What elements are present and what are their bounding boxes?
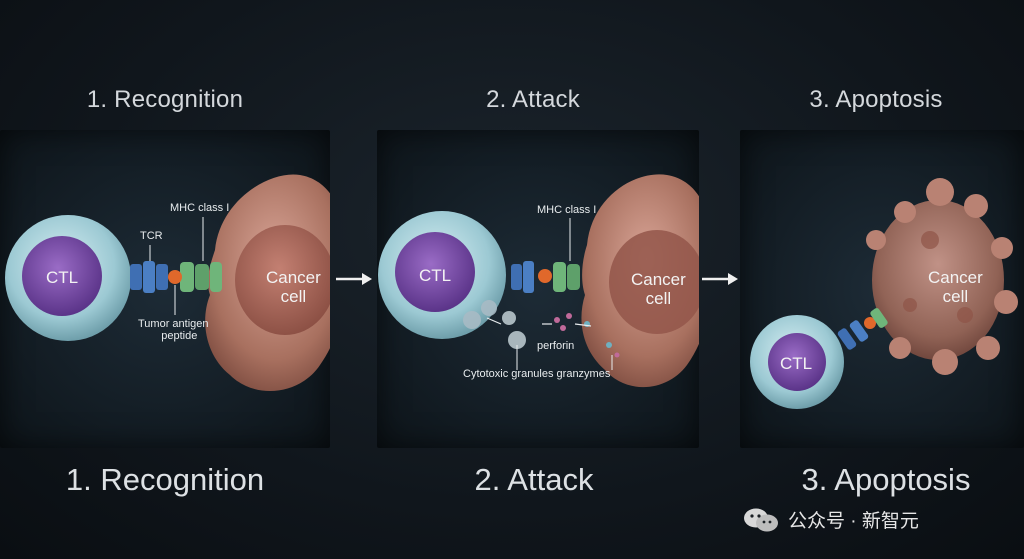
tcr-receptor — [130, 264, 142, 290]
cytotoxic-granule — [463, 311, 481, 329]
stage-2-top-title: 2. Attack — [486, 86, 580, 113]
cancer-cell-label: Cancer cell — [266, 268, 321, 306]
mhc-molecule — [870, 308, 888, 328]
mhc-label: MHC class I — [170, 202, 230, 214]
apoptotic-bleb — [894, 201, 916, 223]
stage-2-bottom-title: 2. Attack — [474, 462, 594, 497]
watermark-text: 公众号 · 新智元 — [788, 511, 919, 532]
mhc-molecule — [553, 262, 566, 292]
cancer-cell-label-line2: cell — [942, 287, 969, 306]
perforin-particle — [614, 352, 620, 358]
tcr-receptor — [837, 328, 857, 350]
apoptotic-bleb — [889, 337, 911, 359]
stage-1-bottom-title: 1. Recognition — [65, 462, 265, 497]
watermark: 公众号 · 新智元 — [742, 506, 919, 533]
tcr-label: TCR — [140, 230, 163, 242]
ctl-nucleus — [22, 236, 102, 316]
recognition-illustration — [5, 174, 330, 391]
cytotoxic-granule — [508, 331, 526, 349]
tumor-antigen-label: Tumor antigen peptide — [138, 318, 209, 342]
panel-attack: CTL MHC class I Cancer cell perforin Cyt… — [377, 130, 699, 448]
mhc-label: MHC class I — [537, 204, 597, 216]
cancer-cell-label-line2: cell — [280, 287, 307, 306]
cancer-cell-label: Cancer cell — [631, 270, 686, 308]
tumor-antigen-peptide — [864, 317, 876, 329]
cancer-cell-label-line1: Cancer — [631, 270, 686, 289]
arrow-right-icon — [336, 273, 372, 285]
panel-apoptosis: CTL Cancer cell — [740, 130, 1024, 448]
arrow-right-icon — [702, 273, 738, 285]
ctl-label: CTL — [46, 268, 79, 287]
cytotoxic-granules-label: Cytotoxic granules granzymes — [463, 368, 611, 380]
apoptotic-bleb — [964, 194, 988, 218]
cancer-nucleus — [609, 230, 699, 334]
perforin-particle — [560, 325, 566, 331]
cancer-cell-label-line2: cell — [645, 289, 672, 308]
stage-1-top-title: 1. Recognition — [86, 86, 244, 113]
ctl-label: CTL — [780, 354, 813, 373]
ctl-nucleus — [768, 333, 826, 391]
ctl-label: CTL — [419, 266, 452, 285]
tumor-antigen-peptide — [168, 270, 182, 284]
stage-3-top-title: 3. Apoptosis — [809, 86, 943, 113]
tcr-receptor — [511, 264, 522, 290]
stage-3-bottom-title: 3. Apoptosis — [801, 462, 971, 497]
tumor-antigen-label-line1: Tumor antigen — [138, 318, 209, 330]
apoptotic-bleb — [976, 336, 1000, 360]
tumor-antigen-peptide — [538, 269, 552, 283]
attack-illustration — [378, 174, 699, 388]
cancer-cell-label-line1: Cancer — [266, 268, 321, 287]
apoptotic-bleb — [926, 178, 954, 206]
cancer-nucleus — [235, 225, 330, 335]
wechat-icon — [744, 508, 778, 531]
perforin-label: perforin — [537, 340, 575, 352]
tumor-antigen-label-line2: peptide — [161, 330, 198, 342]
perforin-particle — [606, 342, 612, 348]
perforin-particle — [554, 317, 560, 323]
mhc-molecule — [180, 262, 194, 292]
panel-recognition: CTL TCR MHC class I Cancer cell Tumor an… — [0, 130, 330, 448]
cytotoxic-granule — [502, 311, 516, 325]
apoptotic-bleb — [991, 237, 1013, 259]
apoptotic-bleb — [932, 349, 958, 375]
apoptosis-illustration — [750, 178, 1018, 409]
apoptotic-bleb — [994, 290, 1018, 314]
cytotoxic-granule — [481, 300, 497, 316]
ctl-nucleus — [395, 232, 475, 312]
perforin-particle — [566, 313, 572, 319]
cancer-cell-label: Cancer cell — [928, 268, 983, 306]
apoptotic-bleb — [866, 230, 886, 250]
cancer-cell-label-line1: Cancer — [928, 268, 983, 287]
